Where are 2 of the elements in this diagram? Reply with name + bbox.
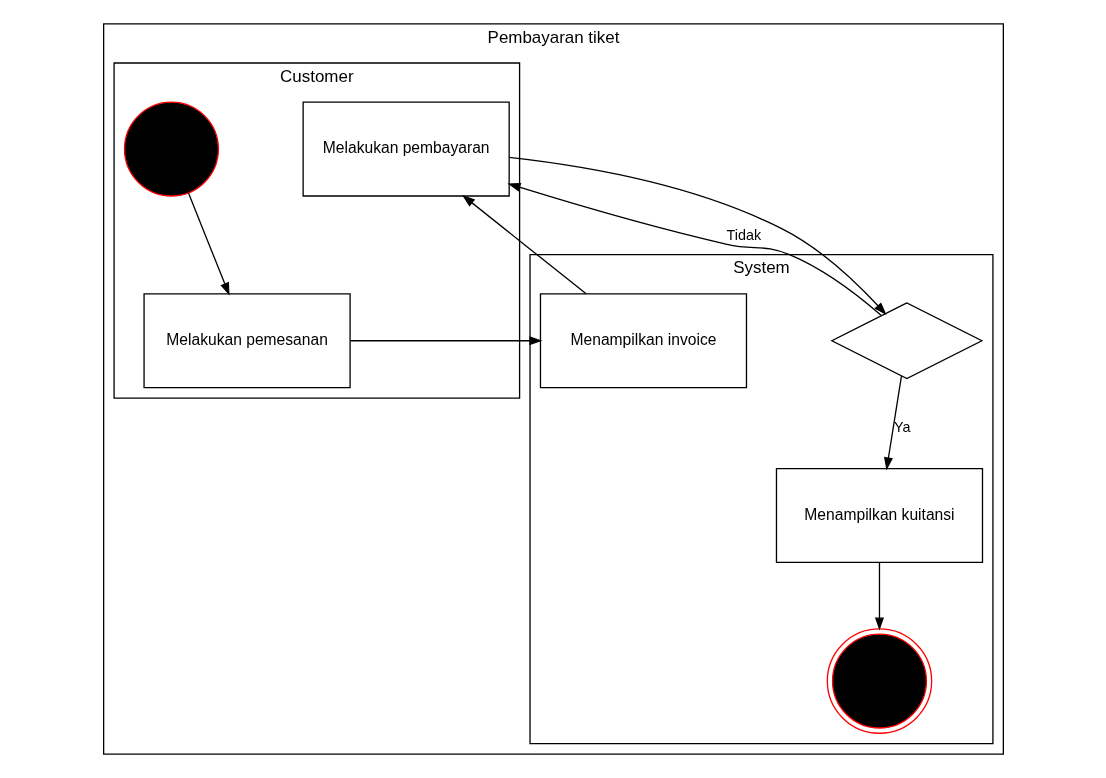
edge-label: Ya [893,418,911,435]
edge-label: Tidak [726,227,761,244]
